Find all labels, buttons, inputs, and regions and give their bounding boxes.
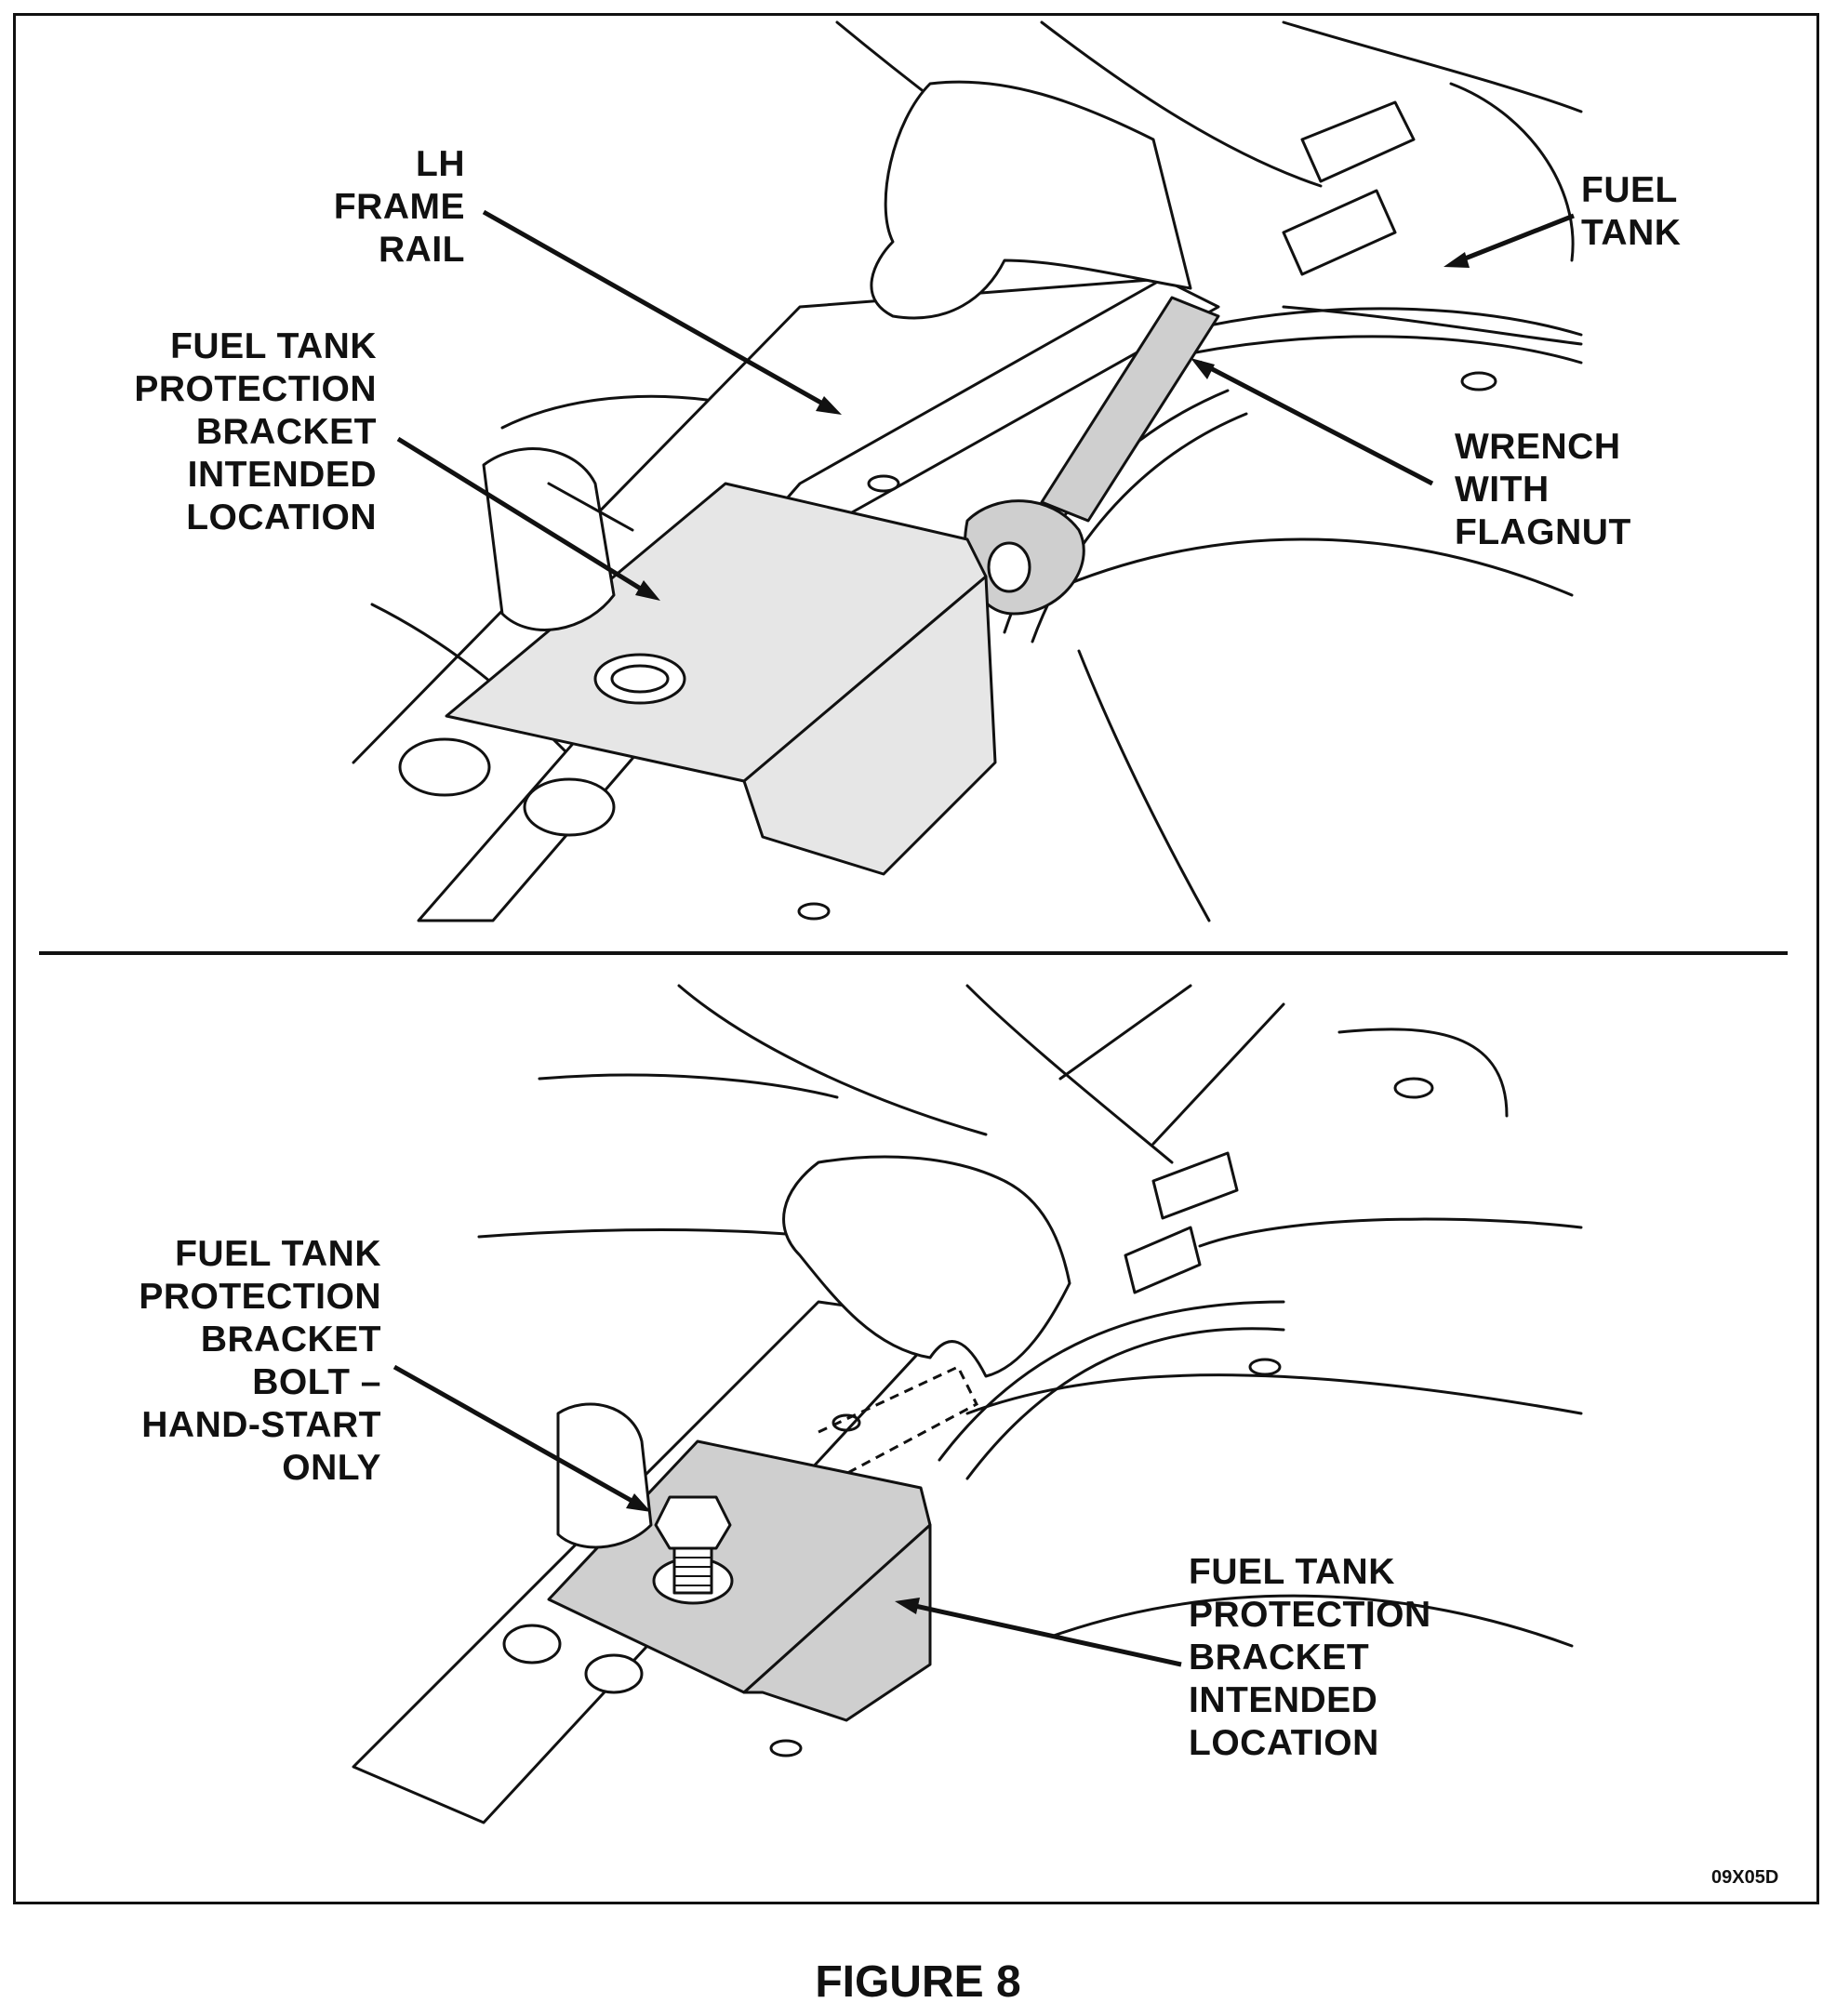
wrench-with-flagnut-label: WRENCH WITH FLAGNUT <box>1455 427 1631 552</box>
lh-frame-rail-label: LH FRAME RAIL <box>333 144 465 270</box>
bottom-panel-arrows <box>392 1364 1182 1667</box>
bracket-intended-location-top-label: FUEL TANK PROTECTION BRACKET INTENDED LO… <box>134 326 377 537</box>
figure-caption: FIGURE 8 <box>815 1957 1021 2007</box>
drawing-code: 09X05D <box>1711 1867 1779 1888</box>
top-panel-arrows <box>396 209 1575 601</box>
top-panel-drawing <box>352 20 1583 922</box>
bottom-panel-drawing <box>352 984 1583 1824</box>
fuel-tank-label: FUEL TANK <box>1581 170 1682 253</box>
figure-frame <box>13 13 1819 1904</box>
bracket-intended-location-bottom-label: FUEL TANK PROTECTION BRACKET INTENDED LO… <box>1189 1552 1431 1763</box>
bracket-bolt-label: FUEL TANK PROTECTION BRACKET BOLT – HAND… <box>139 1234 381 1488</box>
